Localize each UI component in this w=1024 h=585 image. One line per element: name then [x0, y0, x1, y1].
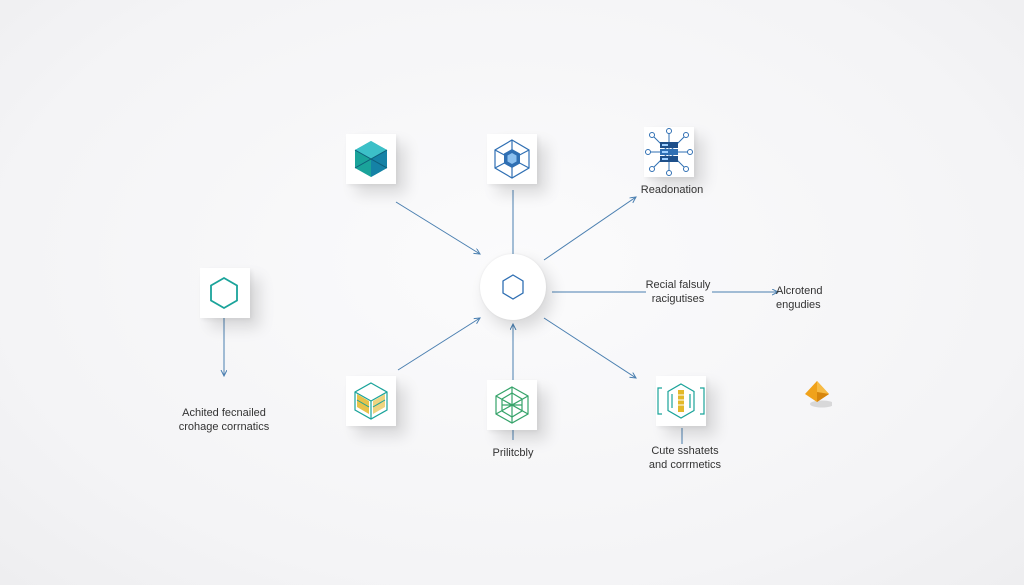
yellow-cube-icon — [354, 382, 388, 420]
label-far-right: Alcrotend engudies — [776, 285, 823, 311]
edge-top-left-to-hub — [395, 201, 480, 254]
teal-cube-icon — [354, 141, 388, 177]
edge-bottom-left-to-hub — [397, 318, 480, 371]
blue-hexagon-network-icon — [494, 139, 530, 179]
label-bottom-right: Cute sshatets and corrmetics — [648, 445, 722, 471]
teal-hexagon-icon — [210, 276, 238, 310]
node-top-right — [644, 127, 694, 177]
node-bottom-left — [346, 376, 396, 426]
label-left: Achited fecnailed crohage corrnatics — [178, 407, 270, 433]
node-top-center — [487, 134, 537, 184]
node-left — [200, 268, 250, 318]
green-hexagon-network-icon — [495, 386, 529, 424]
node-bottom-right — [656, 376, 706, 426]
edge-hub-to-top-right — [543, 197, 636, 261]
label-top-right: Readonation — [640, 184, 704, 196]
orange-gem-icon — [805, 381, 832, 408]
central-hub — [480, 254, 546, 320]
hexagon-hub-icon — [502, 274, 524, 300]
edge-hub-to-bottom-right — [543, 317, 636, 378]
label-bottom-center: Prilitcbly — [492, 447, 534, 459]
node-top-left — [346, 134, 396, 184]
node-bottom-center — [487, 380, 537, 430]
server-network-icon — [645, 128, 693, 176]
data-bracket-icon — [657, 383, 705, 419]
label-right-middle: Recial falsuly racigutises — [645, 279, 711, 305]
